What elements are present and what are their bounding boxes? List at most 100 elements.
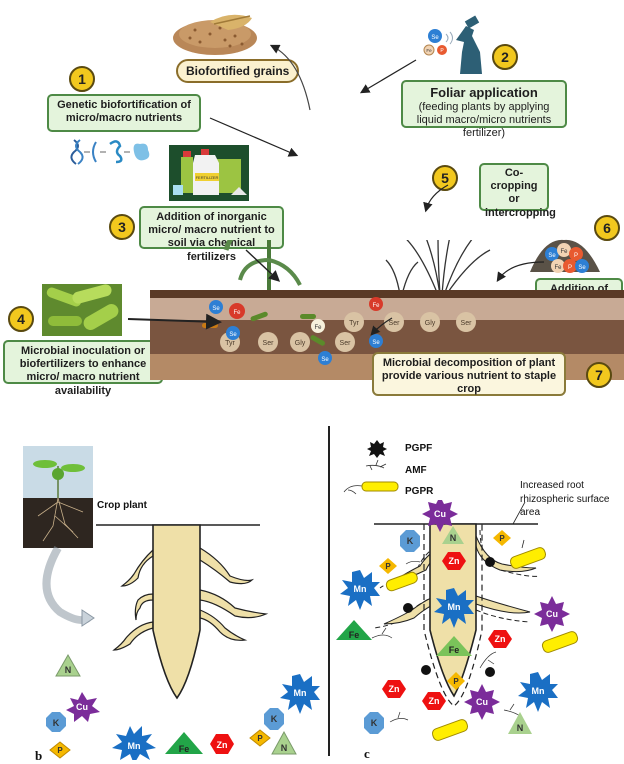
nutrient-n: N: [55, 653, 81, 677]
crop-plant-photo: [23, 446, 93, 548]
nutrient-cu: Cu: [422, 500, 458, 532]
nutrient-k: K: [400, 530, 420, 552]
step-7-box: Microbial decomposition of plant provide…: [372, 352, 566, 396]
amino-acid: Ser: [340, 340, 352, 347]
curved-arrow-icon: [42, 546, 91, 624]
svg-text:P: P: [568, 265, 572, 271]
soil-nutrient: Se: [229, 332, 237, 338]
nutrient-zn: Zn: [382, 680, 406, 698]
pgpf-group: [403, 557, 495, 677]
soil-nutrient: Fe: [233, 310, 241, 316]
nutrient-p: P: [249, 729, 271, 747]
svg-text:Zn: Zn: [449, 556, 460, 566]
svg-text:N: N: [517, 723, 524, 733]
svg-text:Fe: Fe: [179, 744, 190, 754]
svg-text:Mn: Mn: [354, 584, 367, 594]
panel-divider: [328, 426, 330, 756]
spray-bottle-icon: Se Fe P: [423, 15, 482, 74]
svg-text:Fe: Fe: [349, 630, 360, 640]
step-3-badge: 3: [109, 214, 135, 240]
nutrient-mn: Mn: [518, 672, 558, 712]
nutrient-p: P: [379, 558, 397, 574]
main-root: [152, 524, 201, 700]
svg-text:Mn: Mn: [448, 602, 461, 612]
rhizosphere-annotation: Increased root rhizospheric surface area: [520, 480, 610, 518]
svg-text:Zn: Zn: [217, 740, 228, 750]
amino-acid: Tyr: [349, 320, 359, 327]
svg-text:P: P: [385, 562, 391, 571]
nutrient-zn: Zn: [442, 552, 466, 570]
amino-acid: Tyr: [225, 340, 235, 347]
panel-b-nutrients: N Cu K P Mn Fe Zn K P N Mn: [46, 653, 320, 760]
step-5-badge: 5: [432, 165, 458, 191]
nutrient-fe: Fe: [336, 620, 372, 640]
svg-text:K: K: [271, 714, 278, 724]
wheat-grains-image: [173, 14, 257, 55]
amino-acid-group: Tyr Ser Gly Ser Tyr Ser Gly Ser: [220, 312, 476, 352]
nutrient-mn: Mn: [112, 726, 156, 760]
svg-text:N: N: [450, 533, 457, 543]
step-1-box: Genetic biofortification of micro/macro …: [47, 94, 201, 132]
nutrient-p: P: [447, 672, 465, 690]
svg-text:Mn: Mn: [128, 741, 141, 751]
nutrient-zn: Zn: [210, 734, 234, 754]
nutrient-p: P: [49, 741, 71, 759]
nutrient-fe: Fe: [436, 636, 472, 656]
crop-plant-label: Crop plant: [97, 500, 147, 511]
rhizosphere-boundary: [423, 524, 483, 707]
svg-text:Se: Se: [548, 253, 556, 259]
amf-icon: [365, 459, 387, 471]
pgpr-icon: [361, 481, 399, 492]
legend-label-pgpr: PGPR: [405, 486, 434, 497]
svg-text:N: N: [65, 665, 72, 675]
svg-text:P: P: [57, 746, 63, 755]
svg-text:Zn: Zn: [495, 634, 506, 644]
step-5-box: Co-cropping or intercropping: [479, 163, 556, 219]
svg-text:Fe: Fe: [554, 265, 562, 271]
nutrient-n: N: [508, 712, 532, 734]
amino-acid: Gly: [425, 320, 436, 327]
legend-symbols: [343, 440, 399, 495]
step-1-badge: 1: [69, 66, 95, 92]
svg-text:Mn: Mn: [532, 686, 545, 696]
svg-text:P: P: [574, 253, 578, 259]
nutrient-mn: Mn: [434, 588, 474, 628]
step-4-box: Microbial inoculation or biofertilizers …: [3, 340, 163, 397]
nutrient-cu: Cu: [534, 596, 570, 632]
step-2-badge: 2: [492, 44, 518, 70]
amino-acid: Ser: [389, 320, 401, 327]
step-4-badge: 4: [8, 306, 34, 332]
dna-to-protein-icon: [70, 139, 150, 165]
corn-plant: [223, 240, 302, 295]
soil-nutrient: Se: [372, 340, 380, 346]
amino-acid: Ser: [263, 340, 275, 347]
svg-text:K: K: [53, 718, 60, 728]
soil-nutrient-group: Se Fe Fe Se Fe Se Se: [209, 297, 383, 365]
svg-text:Cu: Cu: [76, 702, 88, 712]
svg-text:N: N: [281, 743, 288, 753]
step-2-title: Foliar application: [430, 85, 538, 100]
svg-text:Cu: Cu: [546, 609, 558, 619]
green-manure-pile-icon: Se Fe P Fe P Se: [530, 239, 600, 273]
intercrop-grass: [385, 240, 491, 296]
svg-text:P: P: [453, 677, 459, 686]
svg-text:Se: Se: [578, 265, 586, 271]
svg-text:P: P: [440, 48, 444, 54]
biofortified-grains-label: Biofortified grains: [176, 59, 300, 83]
step-7-badge: 7: [586, 362, 612, 388]
legend-label-pgpf: PGPF: [405, 443, 433, 454]
svg-text:Se: Se: [431, 35, 439, 41]
legend-label-amf: AMF: [405, 465, 427, 476]
nutrient-n: N: [271, 730, 297, 755]
svg-text:Fe: Fe: [426, 48, 432, 53]
nutrient-n: N: [442, 526, 464, 544]
nutrient-cu: Cu: [66, 692, 100, 722]
svg-text:Zn: Zn: [429, 696, 440, 706]
svg-text:K: K: [371, 718, 378, 728]
nutrient-zn: Zn: [488, 630, 512, 648]
panel-c-drawing: Cu N K P P Zn Mn Mn Cu Fe Fe Zn P Zn Zn …: [336, 500, 579, 741]
nutrient-mn: Mn: [280, 674, 320, 714]
svg-text:P: P: [257, 734, 263, 743]
nutrient-p: P: [493, 530, 511, 546]
nutrient-zn: Zn: [422, 692, 446, 710]
